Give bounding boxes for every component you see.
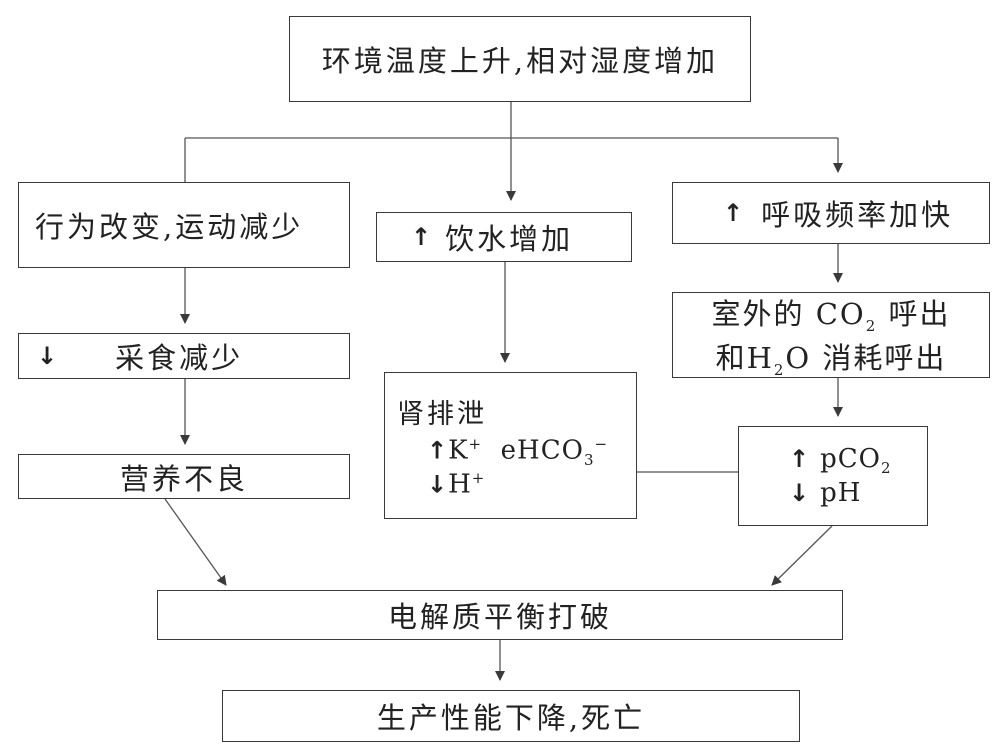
node-kidney: 肾排泄 ↑K+ eHCO3− ↓H+ (384, 372, 637, 519)
ion-k: K (448, 435, 469, 466)
node-drinking: ↑ 饮水增加 (376, 212, 632, 262)
arrow-nutrition-to-electrolyte (164, 498, 227, 586)
node-exhale: 室外的 CO2 呼出 和H2O 消耗呼出 (672, 291, 990, 379)
ion-k-charge: + (468, 434, 483, 453)
node-nutrition-label: 营养不良 (119, 461, 248, 496)
exhale-line1-post: 呼出 (877, 297, 951, 332)
anion-hco3-sub: 3 (583, 450, 595, 469)
anion-hco3: eHCO (500, 435, 584, 466)
node-outcome: 生产性能下降,死亡 (222, 690, 800, 742)
node-kidney-line2: ↓H+ (397, 469, 485, 500)
exhale-line2-post: O 消耗呼出 (785, 341, 947, 375)
node-blood-line2: ↓ pH (789, 478, 861, 508)
node-drinking-label: 饮水增加 (445, 222, 574, 256)
pco2-label: pCO (820, 444, 881, 475)
node-feeding: ↓ 采食减少 (18, 333, 350, 379)
down-arrow-icon: ↓ (789, 478, 811, 507)
node-top: 环境温度上升,相对湿度增加 (289, 16, 751, 102)
node-blood: ↑ pCO2 ↓ pH (738, 426, 928, 526)
node-nutrition: 营养不良 (18, 454, 350, 499)
node-behavior-label: 行为改变,运动减少 (35, 210, 304, 244)
exhale-line2-sub: 2 (773, 360, 786, 379)
up-arrow-icon: ↑ (427, 436, 449, 465)
up-arrow-icon: ↑ (411, 223, 432, 251)
down-arrow-icon: ↓ (427, 470, 449, 499)
node-exhale-line1: 室外的 CO2 呼出 (712, 291, 951, 335)
node-blood-line1: ↑ pCO2 (789, 444, 892, 477)
exhale-line1-pre: 室外的 CO (711, 297, 866, 332)
up-arrow-icon: ↑ (723, 199, 744, 227)
exhale-line2-pre: 和H (715, 341, 774, 375)
node-electrolyte: 电解质平衡打破 (157, 590, 843, 640)
arrow-blood-to-electrolyte (771, 525, 833, 586)
pco2-sub: 2 (880, 459, 892, 478)
node-electrolyte-label: 电解质平衡打破 (387, 600, 612, 634)
node-outcome-label: 生产性能下降,死亡 (376, 701, 646, 735)
up-arrow-icon: ↑ (789, 445, 811, 474)
node-behavior: 行为改变,运动减少 (18, 182, 350, 268)
down-arrow-icon: ↓ (37, 342, 58, 370)
exhale-line1-sub: 2 (865, 317, 878, 335)
node-respiration: ↑ 呼吸频率加快 (672, 182, 990, 244)
node-kidney-line1: ↑K+ eHCO3− (397, 435, 608, 469)
node-feeding-label: 采食减少 (115, 341, 244, 375)
node-top-label: 环境温度上升,相对湿度增加 (321, 44, 719, 78)
ion-h-charge: + (471, 468, 486, 487)
ph-label: pH (820, 477, 862, 508)
ion-h: H (448, 469, 472, 500)
node-kidney-title: 肾排泄 (397, 398, 487, 430)
node-respiration-label: 呼吸频率加快 (761, 198, 954, 232)
anion-hco3-charge: − (594, 434, 609, 453)
node-exhale-line2: 和H2O 消耗呼出 (716, 335, 947, 379)
